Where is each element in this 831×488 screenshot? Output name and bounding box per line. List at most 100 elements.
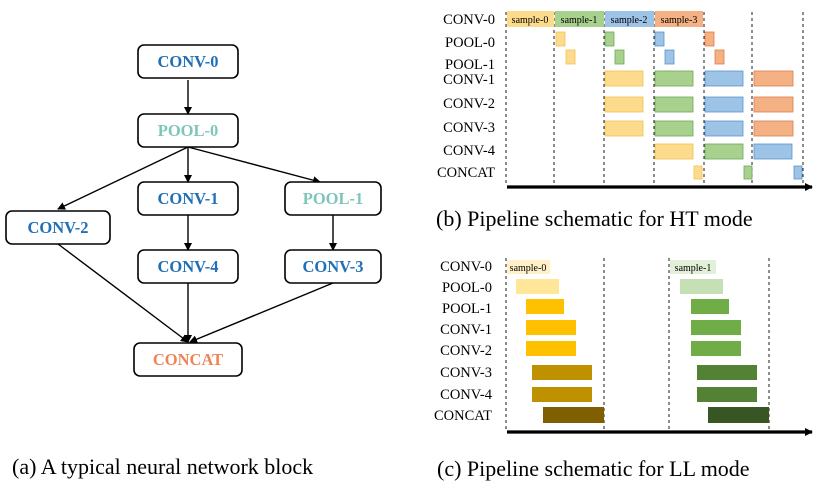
ht-sample-header	[605, 11, 654, 27]
ht-bar	[704, 96, 744, 113]
ll-bar	[691, 341, 741, 356]
caption-a: (a) A typical neural network block	[12, 454, 313, 479]
ll-row-label: CONV-4	[440, 387, 493, 403]
ll-bar	[670, 260, 716, 274]
ll-row-labels: CONV-0 POOL-0 POOL-1 CONV-1 CONV-2 CONV-…	[434, 259, 493, 424]
ht-bar	[664, 49, 675, 65]
ht-sample-1: sample-1	[555, 11, 604, 27]
ht-row-label: CONV-1	[443, 72, 495, 88]
ht-sample-label: sample-0	[512, 15, 549, 26]
ll-sample-0: sample-0	[507, 260, 604, 423]
ll-bar	[526, 341, 576, 356]
caption-c: (c) Pipeline schematic for LL mode	[437, 456, 750, 481]
node-conv4: CONV-4	[137, 249, 239, 284]
ht-row-label: CONV-3	[443, 120, 495, 136]
node-pool0: POOL-0	[137, 113, 239, 148]
edge-conv2-concat	[57, 243, 189, 343]
ll-row-label: CONV-0	[440, 259, 492, 275]
ht-bar	[753, 96, 794, 113]
ht-bar	[704, 120, 744, 137]
ht-sample-label: sample-2	[611, 15, 648, 26]
edge-pool0-pool1	[187, 146, 321, 185]
ll-bar	[532, 387, 592, 402]
ht-row-label: CONV-4	[443, 143, 496, 159]
node-label: CONV-3	[302, 257, 363, 276]
ht-sample-label: sample-3	[661, 15, 698, 26]
ht-row-label: CONCAT	[437, 165, 495, 181]
ht-bar	[614, 49, 625, 65]
ll-sample-label: sample-1	[675, 263, 712, 274]
node-conv2: CONV-2	[5, 210, 111, 245]
node-conv3: CONV-3	[284, 249, 382, 284]
ht-bar	[753, 70, 794, 87]
ll-row-label: CONV-1	[440, 322, 492, 338]
ll-sample-label: sample-0	[510, 263, 547, 274]
node-label: CONV-0	[157, 52, 218, 71]
node-label: CONV-4	[157, 257, 218, 276]
ll-bar	[697, 387, 757, 402]
edge-conv3-concat	[189, 282, 334, 344]
ht-row-label: POOL-0	[445, 35, 495, 51]
ll-row-label: CONV-2	[440, 343, 492, 359]
ht-conv-bars	[604, 70, 803, 180]
ll-bar	[708, 407, 769, 423]
node-label: CONV-2	[27, 218, 88, 237]
ht-bar	[604, 31, 615, 47]
ll-bar	[691, 299, 729, 314]
ht-row-label: CONV-2	[443, 96, 495, 112]
ht-row-label: POOL-1	[445, 57, 495, 73]
ht-bar	[753, 143, 793, 160]
ll-bar	[526, 320, 576, 335]
ht-sample-header	[507, 11, 554, 27]
ht-row-label: CONV-0	[443, 12, 495, 28]
ht-bar	[704, 70, 744, 87]
node-conv1: CONV-1	[137, 181, 239, 216]
ll-row-label: POOL-1	[442, 301, 492, 317]
ll-bar	[532, 365, 592, 380]
ll-row-label: POOL-0	[442, 280, 492, 296]
ht-bar	[604, 96, 644, 113]
ll-schematic: CONV-0 POOL-0 POOL-1 CONV-1 CONV-2 CONV-…	[434, 258, 813, 481]
ht-sample-2: sample-2	[605, 11, 654, 27]
ht-bar	[604, 120, 644, 137]
ll-bar	[691, 320, 741, 335]
ht-pool-bars	[555, 31, 725, 65]
ht-bar	[654, 70, 694, 87]
ht-bar	[693, 165, 703, 180]
ll-sample-1: sample-1	[670, 260, 769, 423]
ht-bar	[654, 96, 694, 113]
caption-b: (b) Pipeline schematic for HT mode	[436, 206, 753, 231]
ht-sample-0: sample-0	[507, 11, 554, 27]
ll-bar	[697, 365, 757, 380]
node-conv0: CONV-0	[137, 44, 239, 79]
node-label: POOL-1	[303, 189, 364, 208]
ht-bar	[704, 31, 715, 47]
ht-bar	[604, 70, 644, 87]
ll-dividers	[505, 258, 770, 430]
edge-pool0-conv2	[57, 146, 189, 210]
ht-sample-label: sample-1	[561, 15, 598, 26]
node-label: CONV-1	[157, 189, 218, 208]
ht-sample-header	[655, 11, 703, 27]
ht-bar	[793, 165, 803, 180]
ht-bar	[743, 165, 753, 180]
ht-bar	[704, 143, 744, 160]
node-pool1: POOL-1	[284, 181, 382, 216]
ht-dividers	[505, 12, 804, 186]
ht-bar	[654, 31, 665, 47]
network-edges	[57, 80, 337, 344]
ll-row-label: CONV-3	[440, 365, 492, 381]
ht-bar	[565, 49, 576, 65]
ht-bar	[555, 31, 566, 47]
network-diagram: CONV-0 POOL-0 CONV-1 POOL-1 CONV-2 CONV-…	[5, 44, 382, 479]
ht-sample-3: sample-3	[655, 11, 703, 27]
ll-bar	[507, 260, 550, 274]
ll-bar	[680, 279, 723, 294]
ht-bar	[753, 120, 794, 137]
ll-bar	[543, 407, 604, 423]
ll-bar	[516, 279, 559, 294]
ht-bar	[654, 120, 694, 137]
node-label: CONCAT	[153, 350, 223, 369]
node-concat: CONCAT	[133, 342, 243, 377]
